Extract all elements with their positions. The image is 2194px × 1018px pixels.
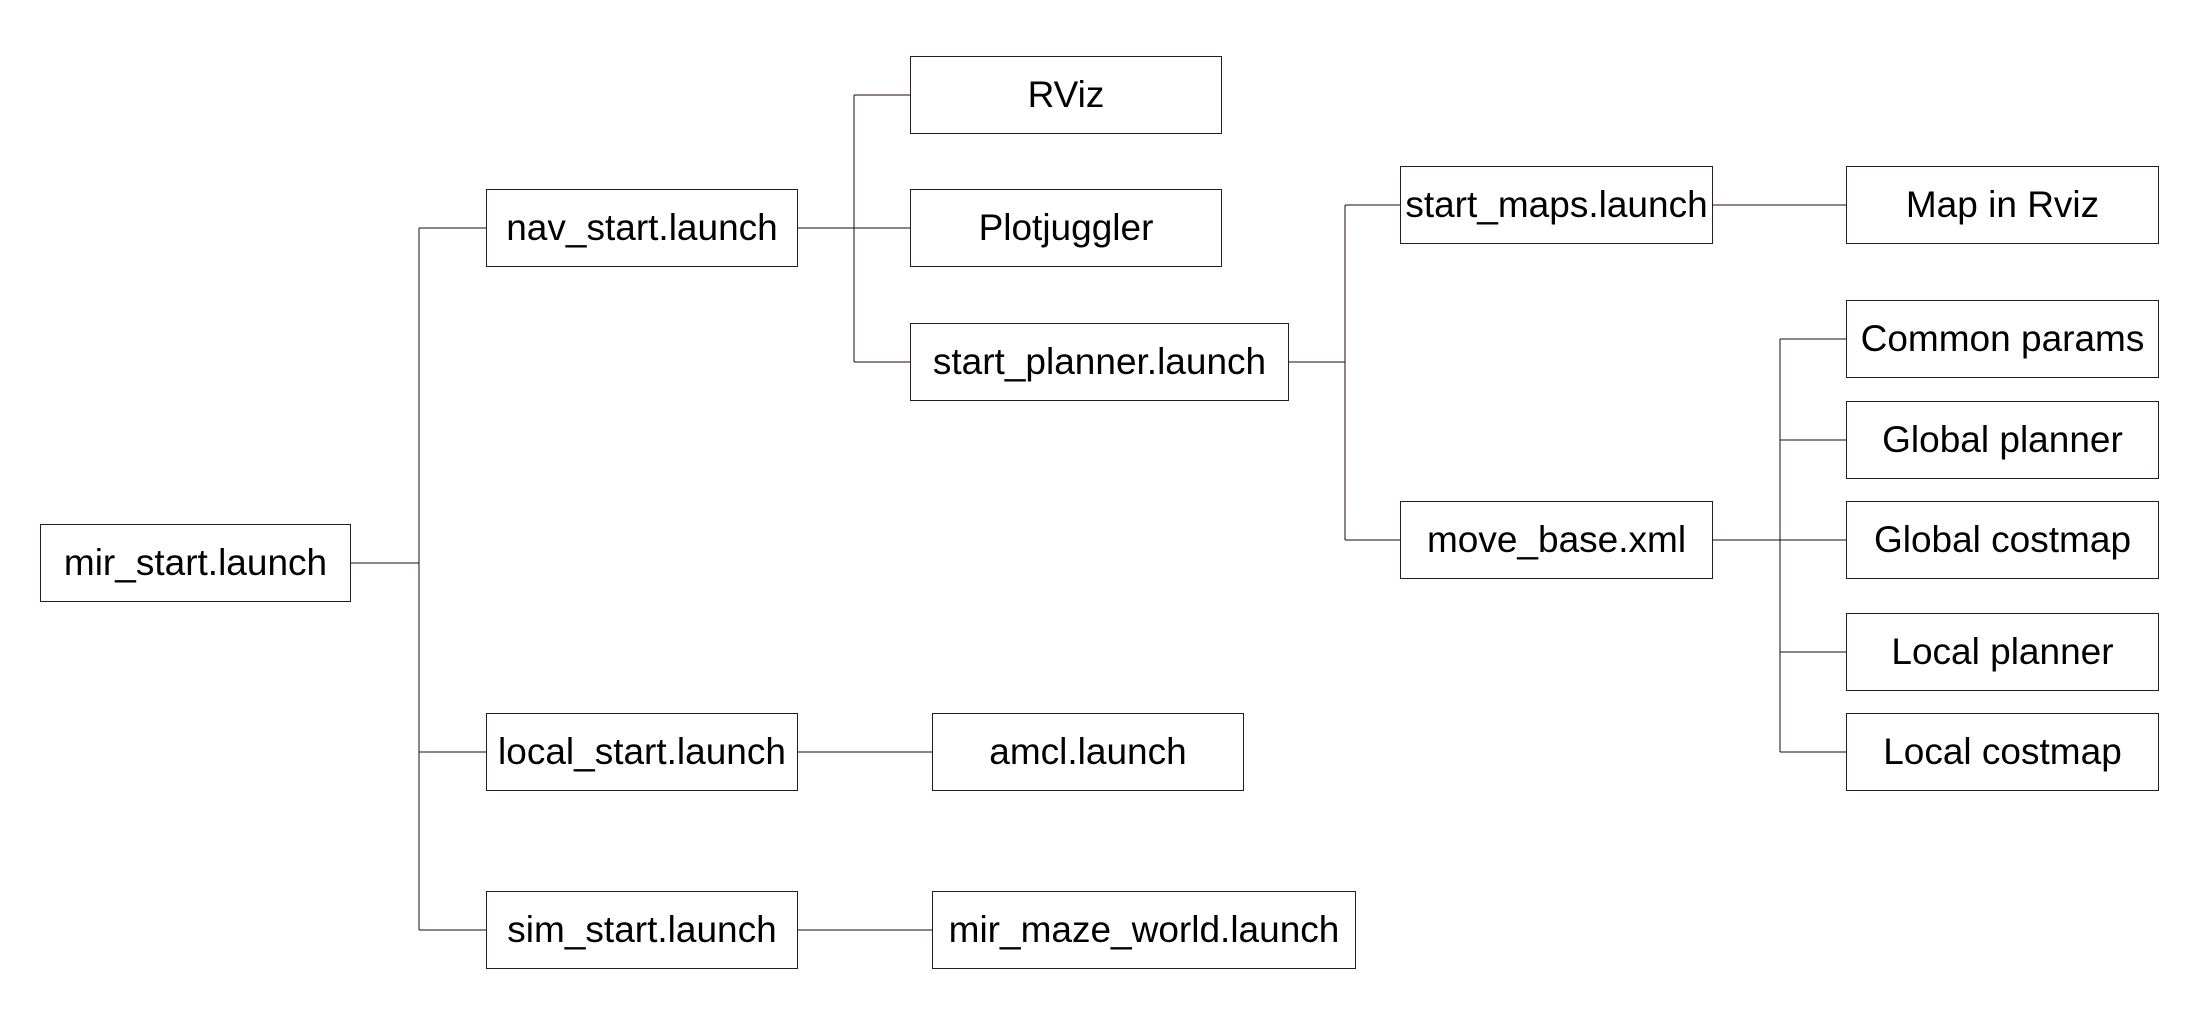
node-label: Local planner — [1891, 631, 2114, 672]
node-plotjuggler: Plotjuggler — [910, 189, 1222, 267]
node-start-maps: start_maps.launch — [1400, 166, 1713, 244]
node-move-base: move_base.xml — [1400, 501, 1713, 579]
node-common-params: Common params — [1846, 300, 2159, 378]
node-label: sim_start.launch — [507, 909, 777, 950]
node-label: nav_start.launch — [506, 207, 778, 248]
node-rviz: RViz — [910, 56, 1222, 134]
node-label: start_planner.launch — [932, 341, 1267, 382]
node-mir-maze-world: mir_maze_world.launch — [932, 891, 1356, 969]
node-label: mir_start.launch — [63, 542, 328, 583]
node-global-costmap: Global costmap — [1846, 501, 2159, 579]
node-local-costmap: Local costmap — [1846, 713, 2159, 791]
node-label: Plotjuggler — [978, 207, 1154, 248]
node-start-planner: start_planner.launch — [910, 323, 1289, 401]
node-map-in-rviz: Map in Rviz — [1846, 166, 2159, 244]
node-local-planner: Local planner — [1846, 613, 2159, 691]
node-label: amcl.launch — [989, 731, 1187, 772]
node-local-start: local_start.launch — [486, 713, 798, 791]
node-label: move_base.xml — [1426, 519, 1687, 560]
node-label: Global planner — [1882, 419, 2123, 460]
node-label: local_start.launch — [498, 731, 786, 772]
node-label: Global costmap — [1873, 519, 2132, 560]
node-label: Local costmap — [1883, 731, 2122, 772]
node-global-planner: Global planner — [1846, 401, 2159, 479]
node-label: RViz — [1027, 74, 1105, 115]
node-mir-start: mir_start.launch — [40, 524, 351, 602]
node-amcl: amcl.launch — [932, 713, 1244, 791]
node-label: mir_maze_world.launch — [948, 909, 1340, 950]
node-label: Map in Rviz — [1905, 184, 2100, 225]
node-label: start_maps.launch — [1405, 184, 1708, 225]
node-label: Common params — [1860, 318, 2145, 359]
node-sim-start: sim_start.launch — [486, 891, 798, 969]
node-nav-start: nav_start.launch — [486, 189, 798, 267]
